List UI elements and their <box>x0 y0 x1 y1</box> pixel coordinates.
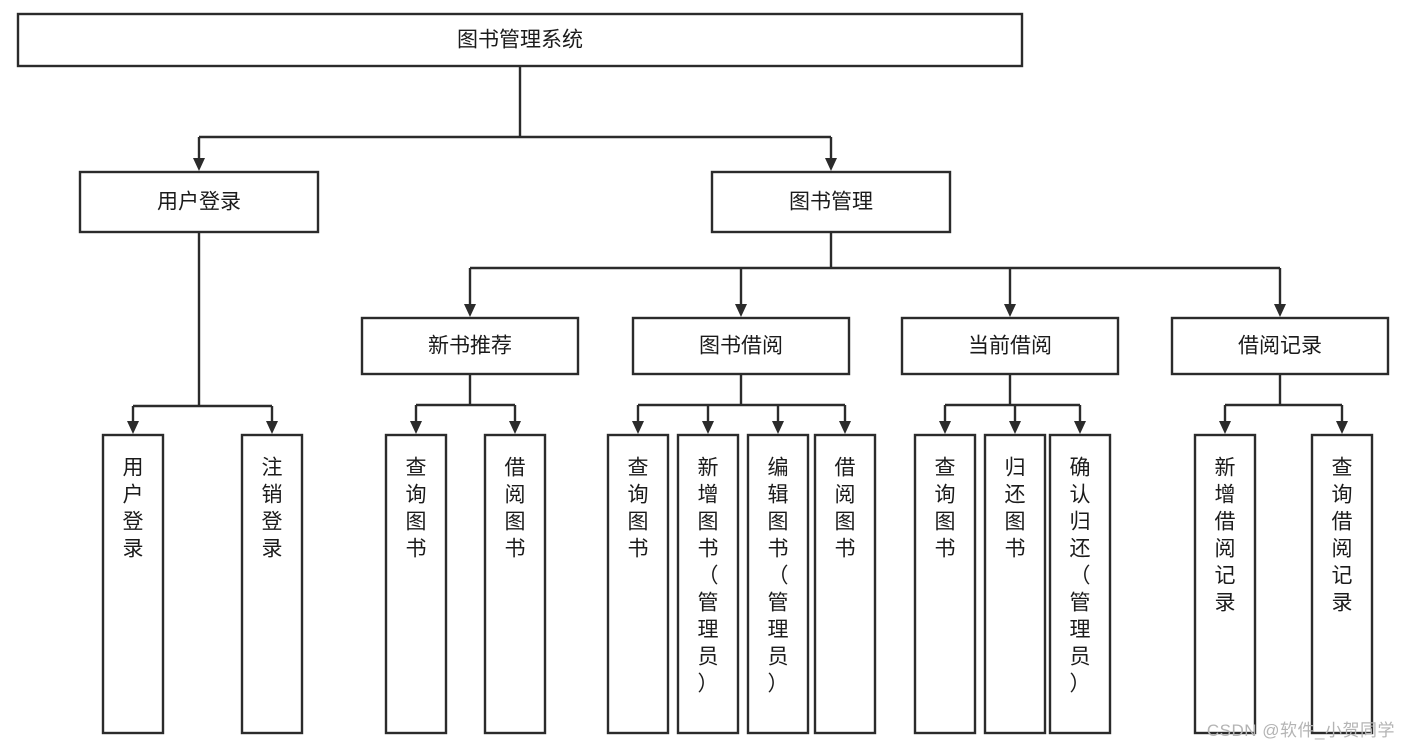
node-确认归还管理员-leaf[interactable]: 确认归还（管理员） <box>1048 433 1112 735</box>
node-编辑图书管理员-leaf[interactable]: 编辑图书（管理员） <box>746 433 810 735</box>
connector-layer <box>127 66 1348 434</box>
node-用户登录-l2-box <box>78 170 320 234</box>
node-用户登录-leaf[interactable]: 用户登录 <box>101 433 165 735</box>
node-借阅记录-l3[interactable]: 借阅记录 <box>1170 316 1390 376</box>
node-借阅记录-l3-box <box>1170 316 1390 376</box>
node-当前借阅-l3-box <box>900 316 1120 376</box>
node-确认归还管理员-leaf-box <box>1048 433 1112 735</box>
node-编辑图书管理员-leaf-box <box>746 433 810 735</box>
node-新增借阅记录-leaf-box <box>1193 433 1257 735</box>
node-图书管理-l2-box <box>710 170 952 234</box>
node-查询图书-leaf-box <box>913 433 977 735</box>
node-图书管理-l2-label: 图书管理 <box>789 191 873 214</box>
node-借阅记录-l3-label: 借阅记录 <box>1238 335 1322 358</box>
node-layer: 图书管理系统用户登录用户登录注销登录图书管理新书推荐查询图书借阅图书图书借阅查询… <box>16 12 1390 735</box>
node-借阅图书-leaf[interactable]: 借阅图书 <box>483 433 547 735</box>
node-新书推荐-l3[interactable]: 新书推荐 <box>360 316 580 376</box>
node-图书借阅-l3-label: 图书借阅 <box>699 335 783 358</box>
node-借阅图书-leaf-box <box>813 433 877 735</box>
node-查询图书-leaf-label: 查询图书 <box>935 457 956 561</box>
node-用户登录-l2[interactable]: 用户登录 <box>78 170 320 234</box>
node-归还图书-leaf[interactable]: 归还图书 <box>983 433 1047 735</box>
node-查询借阅记录-leaf[interactable]: 查询借阅记录 <box>1310 433 1374 735</box>
node-新增图书管理员-leaf[interactable]: 新增图书（管理员） <box>676 433 740 735</box>
node-当前借阅-l3[interactable]: 当前借阅 <box>900 316 1120 376</box>
node-图书管理系统-root[interactable]: 图书管理系统 <box>16 12 1024 68</box>
csdn-watermark: CSDN @软件_小贺同学 <box>1206 721 1395 740</box>
node-查询图书-leaf[interactable]: 查询图书 <box>913 433 977 735</box>
node-图书管理系统-root-box <box>16 12 1024 68</box>
node-图书管理系统-root-label: 图书管理系统 <box>457 29 583 52</box>
node-借阅图书-leaf-label: 借阅图书 <box>835 457 856 561</box>
node-查询图书-leaf[interactable]: 查询图书 <box>384 433 448 735</box>
node-查询借阅记录-leaf-box <box>1310 433 1374 735</box>
node-确认归还管理员-leaf-label: 确认归还（管理员） <box>1070 457 1091 696</box>
node-新增借阅记录-leaf[interactable]: 新增借阅记录 <box>1193 433 1257 735</box>
node-查询图书-leaf-box <box>384 433 448 735</box>
node-用户登录-leaf-box <box>101 433 165 735</box>
node-注销登录-leaf-box <box>240 433 304 735</box>
node-新增图书管理员-leaf-box <box>676 433 740 735</box>
node-用户登录-leaf-label: 用户登录 <box>123 457 144 561</box>
node-查询图书-leaf-box <box>606 433 670 735</box>
node-图书借阅-l3[interactable]: 图书借阅 <box>631 316 851 376</box>
node-新增图书管理员-leaf-label: 新增图书（管理员） <box>698 457 719 696</box>
node-新书推荐-l3-box <box>360 316 580 376</box>
node-图书借阅-l3-box <box>631 316 851 376</box>
node-图书管理-l2[interactable]: 图书管理 <box>710 170 952 234</box>
node-用户登录-l2-label: 用户登录 <box>157 191 241 214</box>
node-借阅图书-leaf-box <box>483 433 547 735</box>
node-查询图书-leaf-label: 查询图书 <box>628 457 649 561</box>
node-归还图书-leaf-label: 归还图书 <box>1005 457 1026 561</box>
node-查询图书-leaf[interactable]: 查询图书 <box>606 433 670 735</box>
node-借阅图书-leaf[interactable]: 借阅图书 <box>813 433 877 735</box>
node-新增借阅记录-leaf-label: 新增借阅记录 <box>1215 457 1236 615</box>
node-新书推荐-l3-label: 新书推荐 <box>428 335 512 358</box>
node-归还图书-leaf-box <box>983 433 1047 735</box>
node-编辑图书管理员-leaf-label: 编辑图书（管理员） <box>768 457 789 696</box>
node-查询借阅记录-leaf-label: 查询借阅记录 <box>1332 457 1353 615</box>
node-查询图书-leaf-label: 查询图书 <box>406 457 427 561</box>
node-注销登录-leaf[interactable]: 注销登录 <box>240 433 304 735</box>
node-注销登录-leaf-label: 注销登录 <box>262 457 283 561</box>
node-借阅图书-leaf-label: 借阅图书 <box>505 457 526 561</box>
node-当前借阅-l3-label: 当前借阅 <box>968 335 1052 358</box>
